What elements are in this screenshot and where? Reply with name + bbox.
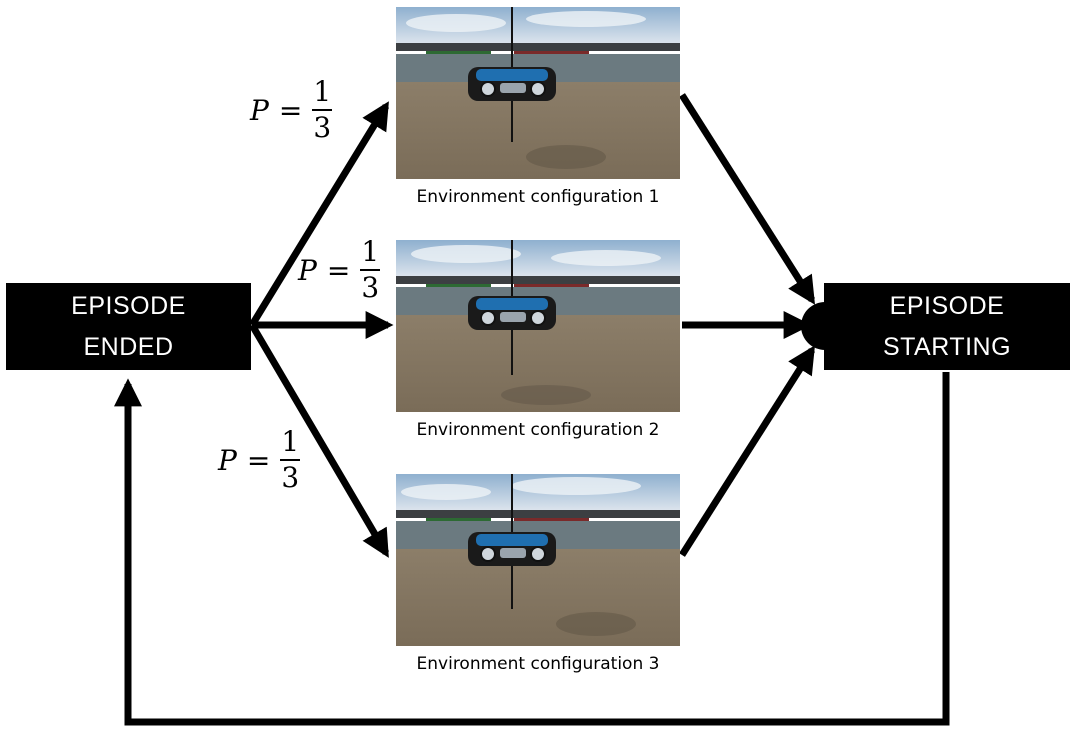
probability-label-2: P = 1 3 [298,235,381,304]
caption-config-2: Environment configuration 2 [416,420,660,440]
prob-1-variable: P [250,93,269,127]
prob-1-fraction: 1 3 [312,75,333,144]
prob-2-equals: = [326,253,351,287]
junction-semicircle [801,302,825,350]
rov-icon [468,532,556,566]
environment-image-2 [396,240,680,412]
probability-label-1: P = 1 3 [250,75,333,144]
fraction-bar [280,459,301,461]
prob-1-denominator: 3 [313,111,332,144]
arrow-config-1-to-starting [679,93,815,305]
rov-icon [468,67,556,101]
prob-2-variable: P [298,253,317,287]
prob-3-denominator: 3 [281,461,300,494]
prob-3-equals: = [246,443,271,477]
arrow-config-3-to-starting [679,345,815,557]
probability-label-3: P = 1 3 [218,425,301,494]
arrow-ended-to-config-3 [248,323,390,558]
episode-starting-line2: STARTING [882,332,1012,361]
prob-3-fraction: 1 3 [280,425,301,494]
episode-ended-line2: ENDED [83,332,174,361]
prob-3-numerator: 1 [281,425,300,458]
episode-starting-line1: EPISODE [889,291,1005,320]
arrow-ended-to-config-1 [249,101,389,327]
episode-ended-line1: EPISODE [71,291,186,320]
environment-image-3 [396,474,680,646]
fraction-bar [312,109,333,111]
episode-ended-box: EPISODE ENDED [6,283,251,370]
prob-1-equals: = [278,93,303,127]
episode-starting-box: EPISODE STARTING [824,283,1070,370]
prob-2-fraction: 1 3 [360,235,381,304]
rov-icon [468,296,556,330]
caption-config-3: Environment configuration 3 [416,654,660,674]
prob-2-numerator: 1 [361,235,380,268]
prob-2-denominator: 3 [361,271,380,304]
prob-3-variable: P [218,443,237,477]
environment-image-1 [396,7,680,179]
arrow-starting-to-ended [114,372,950,726]
prob-1-numerator: 1 [313,75,332,108]
caption-config-1: Environment configuration 1 [416,187,660,207]
fraction-bar [360,269,381,271]
